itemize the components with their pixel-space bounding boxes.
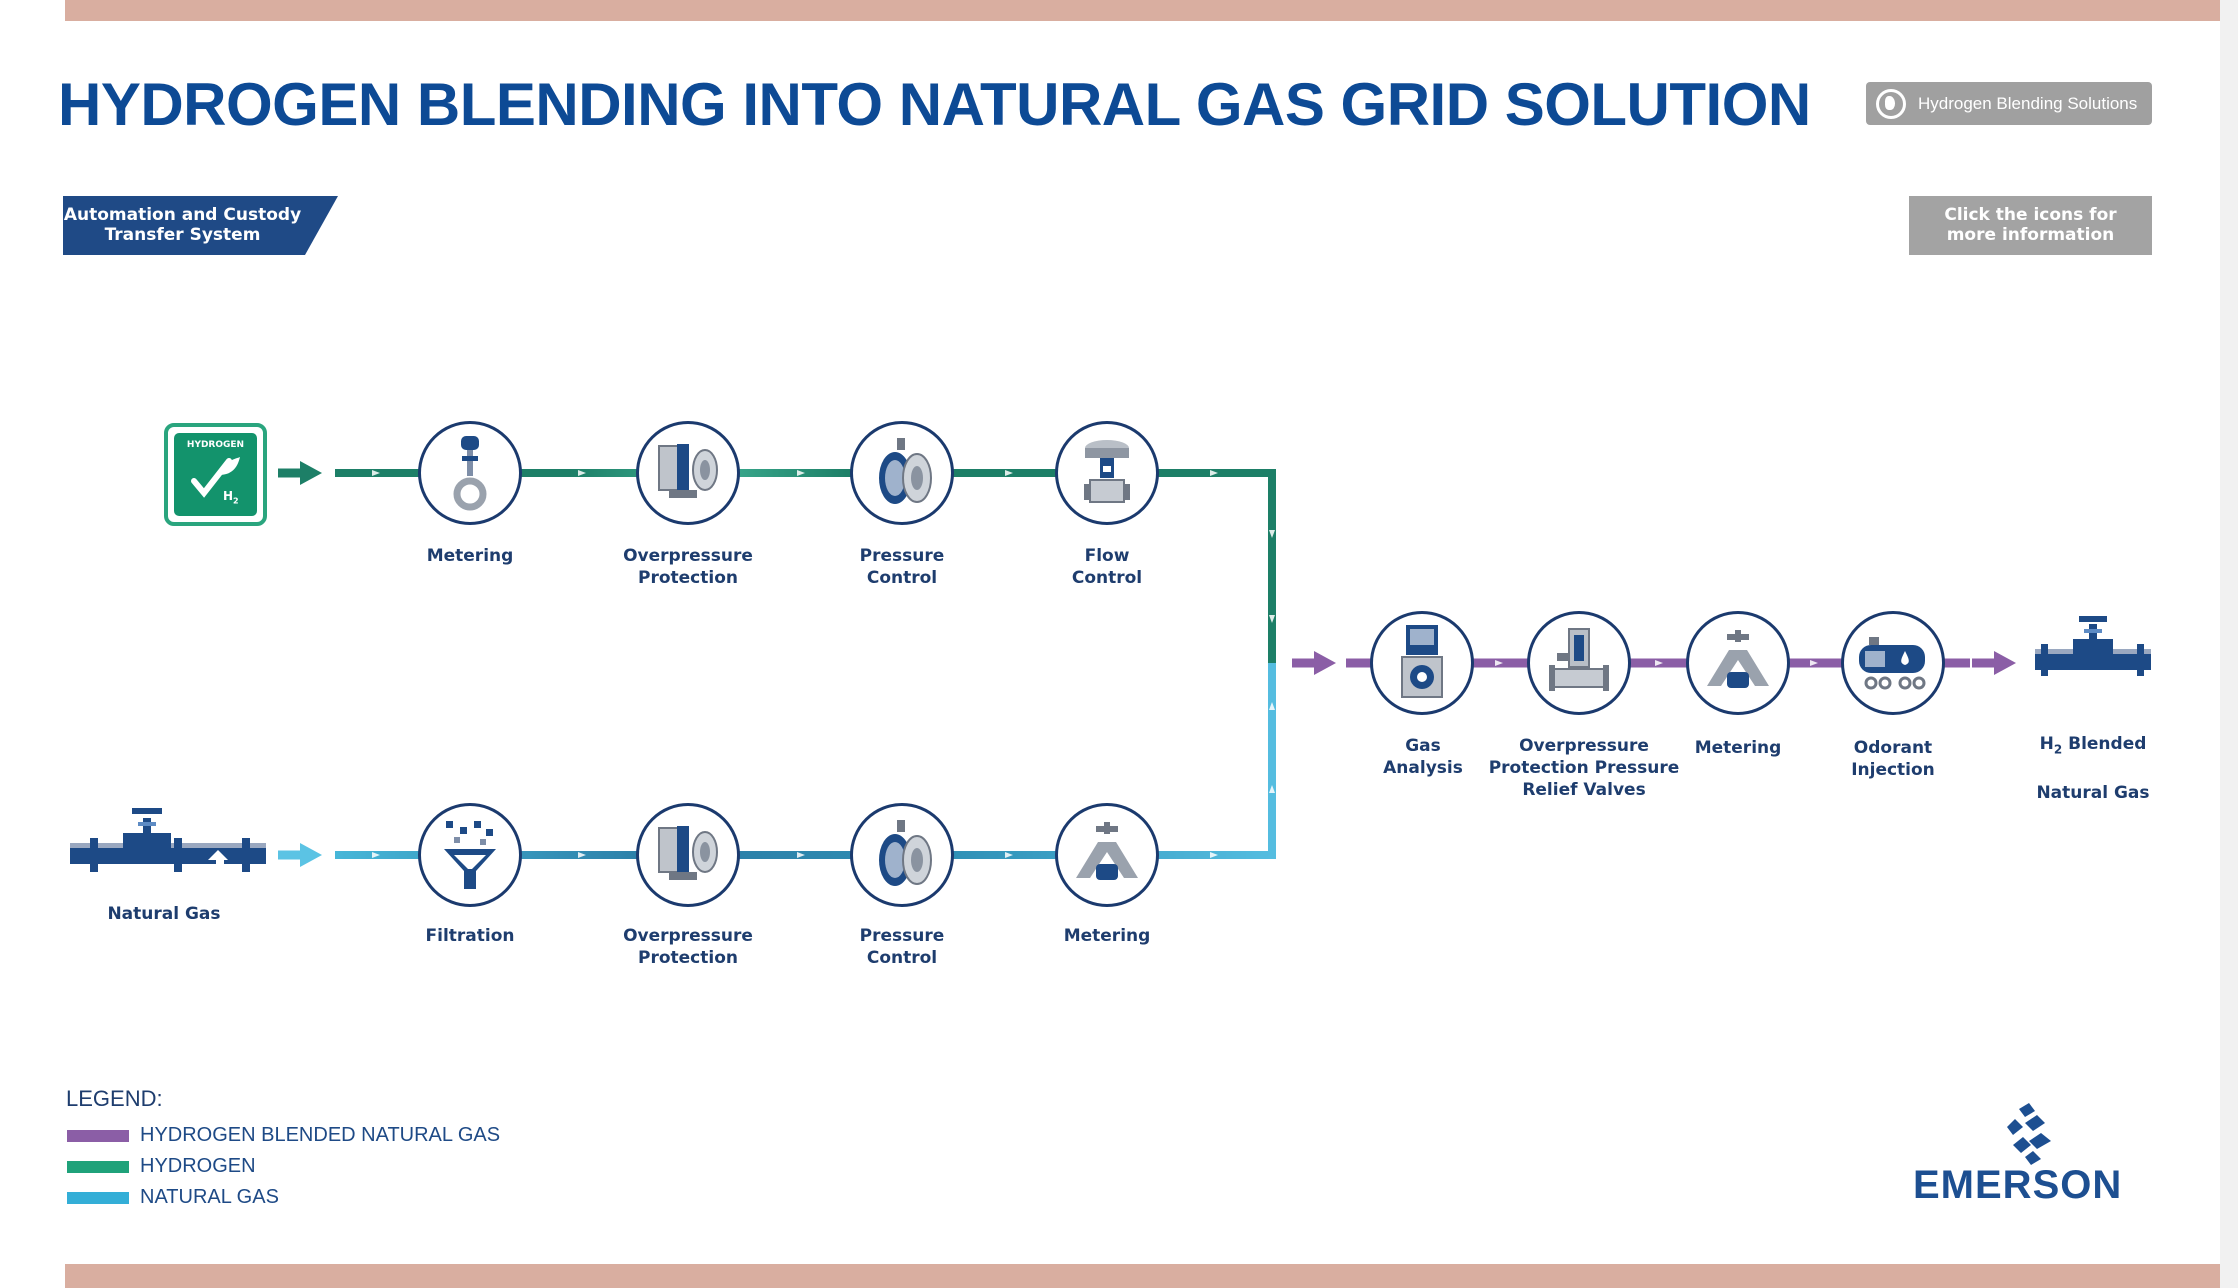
h2-overpressure-button[interactable] bbox=[636, 421, 740, 525]
legend-swatch-natural-gas bbox=[67, 1191, 129, 1204]
hint-line2: more information bbox=[1946, 225, 2115, 245]
coriolis-meter-icon bbox=[1076, 822, 1138, 880]
relief-valve-icon bbox=[1549, 628, 1609, 691]
emerson-wordmark: EMERSON bbox=[1913, 1163, 2123, 1207]
gas-pipe-valve-icon bbox=[70, 808, 266, 872]
hydrogen-blending-solutions-label: Hydrogen Blending Solutions bbox=[1918, 93, 2138, 113]
blended-output-line1: H2 Blended bbox=[2039, 734, 2147, 757]
blended-output-line2: Natural Gas bbox=[2036, 783, 2150, 804]
ng-filtration-button[interactable] bbox=[418, 803, 522, 907]
blended-output-label: H2 Blended Natural Gas bbox=[1983, 711, 2203, 826]
hint-box: Click the icons for more information bbox=[1909, 196, 2152, 255]
h2-flow-control-button[interactable] bbox=[1055, 421, 1159, 525]
ng-metering-button[interactable] bbox=[1055, 803, 1159, 907]
gas-analysis-label: Gas Analysis bbox=[1383, 736, 1463, 778]
blended-metering-button[interactable] bbox=[1686, 611, 1790, 715]
blended-output[interactable] bbox=[2033, 612, 2153, 684]
gas-analyzer-icon bbox=[1401, 625, 1443, 698]
legend-swatch-blended bbox=[67, 1129, 129, 1142]
overpressure-valve-icon bbox=[658, 826, 718, 880]
control-valve-icon bbox=[1084, 440, 1130, 503]
legend-item-blended: HYDROGEN BLENDED NATURAL GAS bbox=[67, 1124, 500, 1147]
natural-gas-label: Natural Gas bbox=[107, 904, 221, 924]
checkmark-icon bbox=[191, 457, 240, 498]
top-border bbox=[65, 0, 2220, 21]
hydrogen-badge-icon: HYDROGEN H2 bbox=[174, 433, 257, 516]
natural-gas-source[interactable] bbox=[68, 800, 268, 880]
h2-pressure-control-button[interactable] bbox=[850, 421, 954, 525]
section-tag: Automation and Custody Transfer System bbox=[63, 196, 338, 255]
legend-title: LEGEND: bbox=[66, 1086, 163, 1111]
legend-label-natural-gas: NATURAL GAS bbox=[140, 1186, 279, 1208]
bottom-border bbox=[65, 1264, 2220, 1288]
gas-pipe-valve-icon bbox=[2035, 616, 2151, 676]
h2-overpressure-label: Overpressure Protection bbox=[623, 546, 753, 588]
blended-metering-label: Metering bbox=[1694, 738, 1782, 758]
h2-metering-label: Metering bbox=[426, 546, 514, 566]
overpressure-valve-icon bbox=[658, 444, 718, 498]
h2-flow-control-label: Flow Control bbox=[1071, 546, 1143, 588]
output-arrowhead bbox=[1994, 651, 2016, 675]
legend-item-natural-gas: NATURAL GAS bbox=[67, 1186, 500, 1209]
legend-item-hydrogen: HYDROGEN bbox=[67, 1155, 500, 1178]
h2-metering-button[interactable] bbox=[418, 421, 522, 525]
ng-filtration-label: Filtration bbox=[425, 926, 515, 946]
coriolis-meter-icon bbox=[1707, 630, 1769, 688]
odorant-injection-label: Odorant Injection bbox=[1851, 738, 1935, 780]
ng-pressure-control-button[interactable] bbox=[850, 803, 954, 907]
flow-meter-icon bbox=[453, 436, 487, 511]
legend-label-blended: HYDROGEN BLENDED NATURAL GAS bbox=[140, 1124, 501, 1146]
pressure-regulator-icon bbox=[879, 438, 932, 504]
section-tag-line1: Automation and Custody bbox=[63, 205, 302, 225]
legend: HYDROGEN BLENDED NATURAL GAS HYDROGEN NA… bbox=[67, 1124, 500, 1209]
odorant-tank-icon bbox=[1859, 637, 1926, 690]
right-border bbox=[2220, 0, 2238, 1288]
natural-gas-inlet-arrowhead bbox=[300, 843, 322, 867]
hydrogen-badge-text: HYDROGEN bbox=[186, 440, 245, 450]
ng-overpressure-label: Overpressure Protection bbox=[623, 926, 753, 968]
globe-icon bbox=[1876, 88, 1906, 119]
flow-markers bbox=[372, 470, 1818, 858]
odorant-injection-button[interactable] bbox=[1841, 611, 1945, 715]
relief-valve-button[interactable] bbox=[1527, 611, 1631, 715]
pressure-regulator-icon bbox=[879, 820, 932, 886]
page-title: HYDROGEN BLENDING INTO NATURAL GAS GRID … bbox=[58, 71, 1811, 138]
ng-overpressure-button[interactable] bbox=[636, 803, 740, 907]
section-tag-line2: Transfer System bbox=[104, 225, 261, 245]
blended-inlet-arrowhead bbox=[1314, 651, 1336, 675]
emerson-logo-icon bbox=[2003, 1103, 2055, 1165]
filter-funnel-icon bbox=[444, 821, 496, 889]
h2-pressure-control-label: Pressure Control bbox=[859, 546, 945, 588]
ng-pressure-control-label: Pressure Control bbox=[859, 926, 945, 968]
hydrogen-source-badge[interactable]: HYDROGEN H2 bbox=[164, 423, 267, 526]
hydrogen-formula: H2 bbox=[223, 489, 239, 506]
gas-analysis-button[interactable] bbox=[1370, 611, 1474, 715]
legend-swatch-hydrogen bbox=[67, 1160, 129, 1173]
legend-label-hydrogen: HYDROGEN bbox=[140, 1155, 256, 1177]
relief-valve-label: Overpressure Protection Pressure Relief … bbox=[1488, 736, 1680, 800]
hint-line1: Click the icons for bbox=[1944, 205, 2117, 225]
hydrogen-inlet-arrowhead bbox=[300, 461, 322, 485]
ng-metering-label: Metering bbox=[1063, 926, 1151, 946]
hydrogen-blending-solutions-button[interactable]: Hydrogen Blending Solutions bbox=[1866, 82, 2152, 125]
